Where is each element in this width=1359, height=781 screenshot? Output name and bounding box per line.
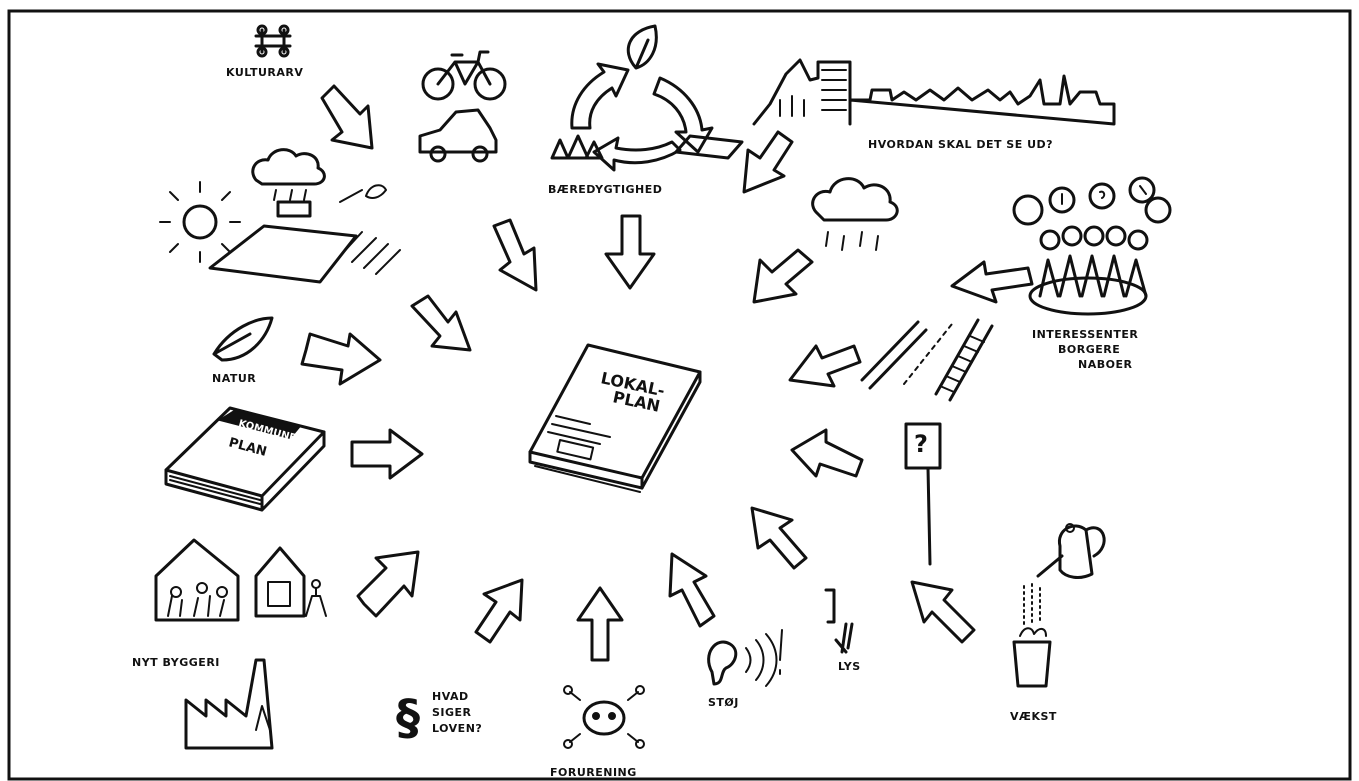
kommuneplan-group: KOMMUNE- PLAN (164, 406, 424, 512)
watering-can-icon (1036, 523, 1106, 579)
arrow-natur (300, 332, 382, 386)
byen-label: HVORDAN SKAL DET SE UD? (868, 138, 1053, 151)
sign-question: ? (914, 430, 928, 458)
arrow-stoej (668, 552, 716, 628)
kulturarv-icon (254, 24, 292, 58)
arrow-infrastruktur (788, 344, 862, 388)
frame-border (7, 9, 1352, 781)
nyt-byggeri-label: NYT BYGGERI (132, 656, 220, 669)
loven-label-1: HVAD (432, 690, 469, 703)
kulturarv-group: KULTURARV (226, 24, 374, 150)
plant-pot-icon (1012, 627, 1052, 688)
lokalplan-book: LOKAL- PLAN (528, 343, 702, 493)
forurening-label: FORURENING (550, 766, 637, 779)
paragraph-icon: § (396, 690, 420, 746)
arrow-sign (790, 428, 864, 478)
sign-group: ? (790, 422, 942, 566)
ear-icon (707, 640, 738, 686)
arrow-regn (752, 248, 814, 304)
fabrik-group (184, 658, 274, 750)
klima-group (159, 148, 401, 284)
byen-group: HVORDAN SKAL DET SE UD? (742, 58, 1116, 194)
arrow-lys (750, 506, 808, 570)
loven-group: § HVAD SIGER LOVEN? (396, 578, 524, 746)
interessenter-group: INTERESSENTER BORGERE NABOER (950, 176, 1172, 371)
arrow-kommuneplan (350, 428, 424, 480)
kommuneplan-title-2: PLAN (227, 435, 268, 460)
arrow-baeredygtighed (604, 214, 656, 290)
natur-group: NATUR (212, 316, 382, 386)
lys-group: LYS (750, 506, 861, 673)
skyline-icon (752, 58, 1116, 126)
interessenter-label-1: INTERESSENTER (1032, 328, 1138, 341)
rain-cloud-icon (811, 177, 899, 222)
kulturarv-label: KULTURARV (226, 66, 303, 79)
natur-label: NATUR (212, 372, 256, 385)
kommuneplan-book (164, 406, 326, 512)
sun-icon (159, 181, 241, 263)
interessenter-label-2: BORGERE (1058, 343, 1120, 356)
vaekst-group: VÆKST (910, 523, 1106, 723)
building-site-icon (208, 200, 401, 284)
stoej-label: STØJ (708, 696, 739, 709)
house-icon-1 (154, 538, 240, 622)
arrow-vaekst (910, 580, 976, 644)
sign-icon (904, 422, 942, 470)
arrow-forurening (576, 586, 624, 662)
interessenter-label-3: NABOER (1078, 358, 1132, 371)
cloud-icon (251, 148, 326, 201)
forurening-group: FORURENING (550, 586, 645, 779)
solar-panel-icon (674, 134, 744, 160)
arrow-loven (474, 578, 524, 644)
nyt-byggeri-group: NYT BYGGERI (132, 538, 420, 669)
skull-icon (563, 685, 645, 749)
house-icon-2 (254, 546, 327, 618)
baeredygtighed-group: BÆREDYGTIGHED (548, 24, 744, 290)
arrow-klima (410, 294, 472, 352)
transport-icons (418, 50, 507, 163)
regn-group (752, 177, 899, 304)
arrow-interessenter (950, 260, 1034, 304)
arrow-nyt-byggeri (356, 550, 420, 618)
lamp-icon (824, 588, 854, 654)
leaf-icon (626, 24, 658, 70)
infrastruktur-group (788, 318, 994, 402)
stoej-group: STØJ (668, 552, 783, 709)
lys-label: LYS (838, 660, 861, 673)
car-icon (418, 108, 498, 163)
people-icon (1012, 176, 1172, 316)
arrow-kulturarv (320, 84, 374, 150)
arrow-byen (742, 130, 794, 194)
bicycle-icon (421, 50, 507, 101)
factory-icon (184, 658, 274, 750)
loven-label-2: SIGER (432, 706, 472, 719)
baeredygtighed-label: BÆREDYGTIGHED (548, 183, 662, 196)
vaekst-label: VÆKST (1010, 710, 1057, 723)
loven-label-3: LOVEN? (432, 722, 482, 735)
natur-leaf-icon (212, 316, 274, 362)
arrow-transport (492, 218, 538, 292)
trees-icon (550, 134, 604, 160)
